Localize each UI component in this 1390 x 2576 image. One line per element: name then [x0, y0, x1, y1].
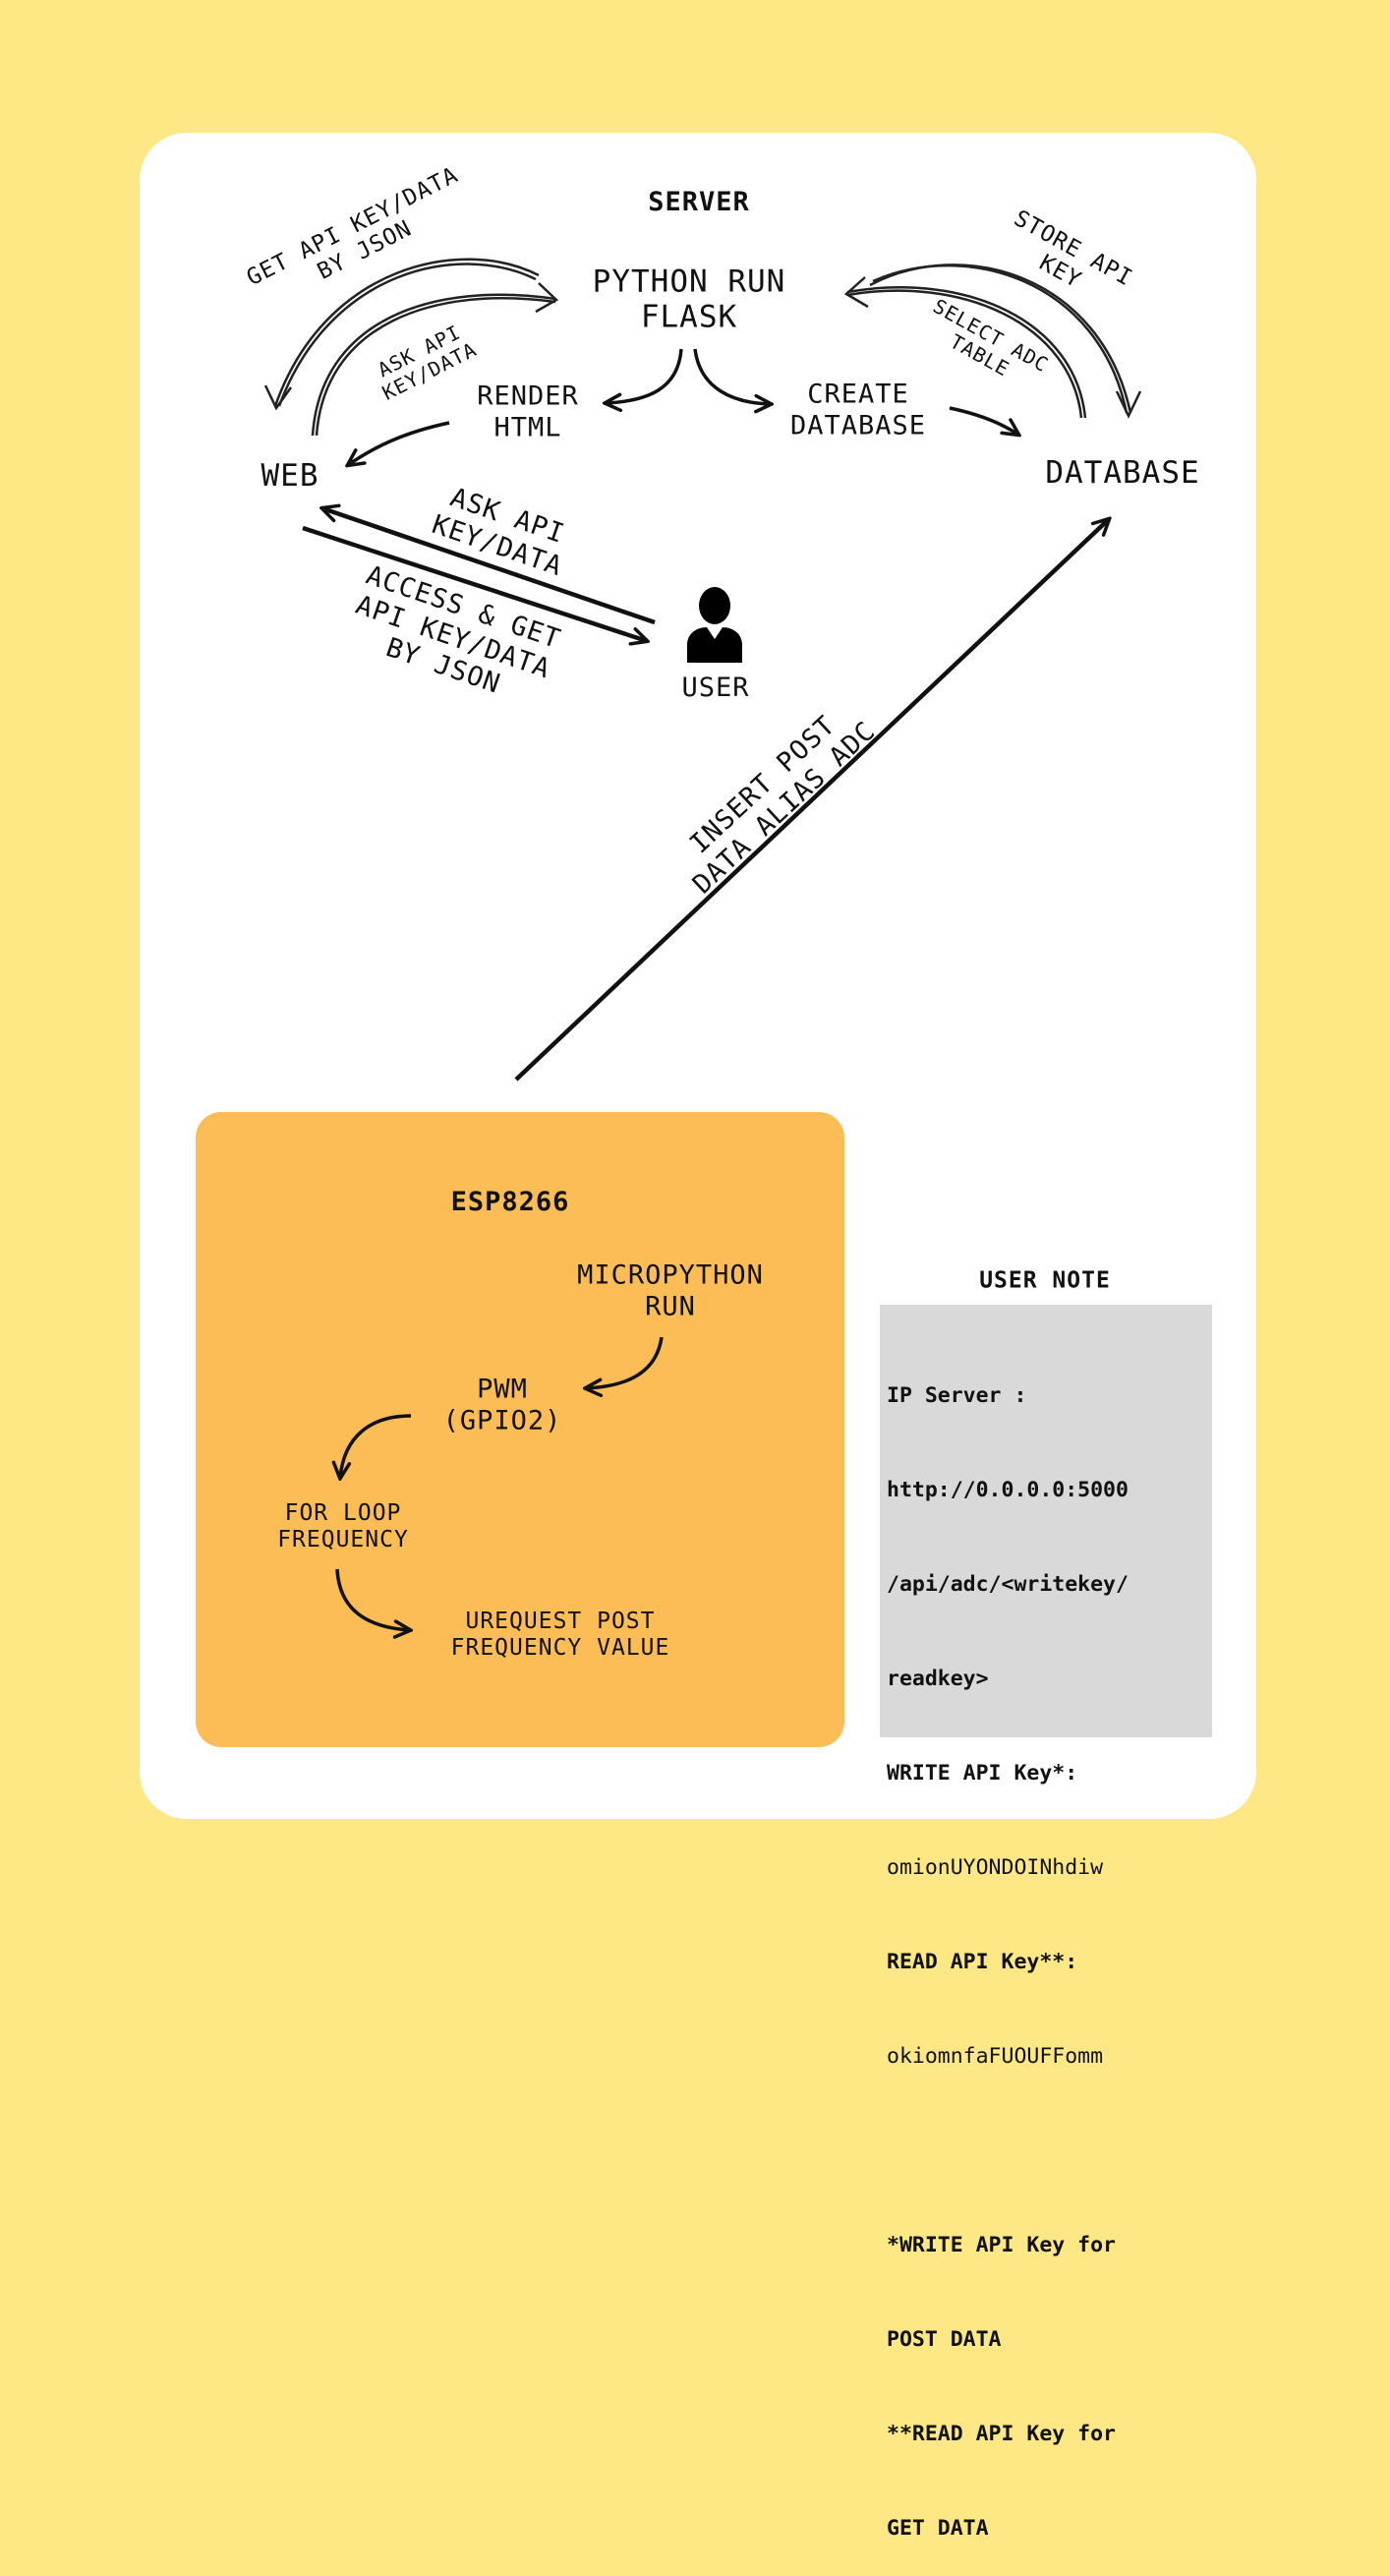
- micropython-run-label: MICROPYTHON RUN: [577, 1259, 764, 1321]
- flow-arrows: [263, 258, 1142, 1966]
- note-line: WRITE API Key*:: [887, 1761, 1078, 1786]
- note-line: /api/adc/<writekey/: [887, 1572, 1129, 1597]
- note-line: *WRITE API Key for: [887, 2233, 1116, 2257]
- note-line: http://0.0.0.0:5000: [887, 1478, 1129, 1502]
- ask-api-curve: [311, 282, 559, 437]
- note-line: okiomnfaFUOUFFomm: [887, 2044, 1104, 2069]
- note-line: **READ API Key for: [887, 2422, 1116, 2446]
- for-loop-frequency-label: FOR LOOP FREQUENCY: [277, 1500, 409, 1552]
- create-database-label: CREATE DATABASE: [789, 379, 927, 440]
- esp8266-panel: [196, 1112, 844, 1747]
- user-note-box: [880, 1305, 1212, 1737]
- arrow-esp-to-db: [514, 519, 1109, 1082]
- select-adc-curve: [843, 276, 1087, 419]
- note-line: POST DATA: [887, 2327, 1002, 2352]
- arrow-micro-to-pwm: [586, 1336, 664, 1388]
- note-line: GET DATA: [887, 2516, 989, 2541]
- note-line: omionUYONDOINhdiw: [887, 1855, 1104, 1880]
- user-icon: [687, 587, 742, 663]
- note-line: readkey>: [887, 1667, 989, 1691]
- note-line: READ API Key**:: [887, 1950, 1078, 1974]
- note-line: IP Server :: [887, 1383, 1027, 1408]
- database-label: DATABASE: [1045, 454, 1200, 491]
- user-note-text: IP Server : http://0.0.0.0:5000 /api/adc…: [887, 1317, 1211, 2576]
- arrow-render-to-web: [348, 421, 450, 465]
- user-note-title: USER NOTE: [979, 1267, 1111, 1294]
- web-label: WEB: [261, 457, 319, 494]
- render-html-label: RENDER HTML: [477, 381, 579, 442]
- python-run-flask-label: PYTHON RUN FLASK: [592, 263, 786, 335]
- arrow-create-to-db: [949, 406, 1018, 435]
- arrow-to-render: [606, 348, 683, 403]
- arrow-pwm-to-loop: [340, 1414, 412, 1478]
- user-label: USER: [681, 673, 750, 704]
- arrow-loop-to-urequest: [335, 1568, 410, 1630]
- esp8266-title: ESP8266: [450, 1187, 570, 1218]
- arrow-to-create: [693, 348, 771, 404]
- arrow-user-to-web: [322, 508, 656, 625]
- arrow-web-to-user: [302, 525, 647, 641]
- store-api-curve: [869, 263, 1142, 419]
- urequest-post-label: UREQUEST POST FREQUENCY VALUE: [450, 1609, 670, 1661]
- server-title: SERVER: [648, 187, 750, 218]
- pwm-gpio2-label: PWM (GPIO2): [442, 1374, 562, 1435]
- get-api-curve: [263, 258, 540, 411]
